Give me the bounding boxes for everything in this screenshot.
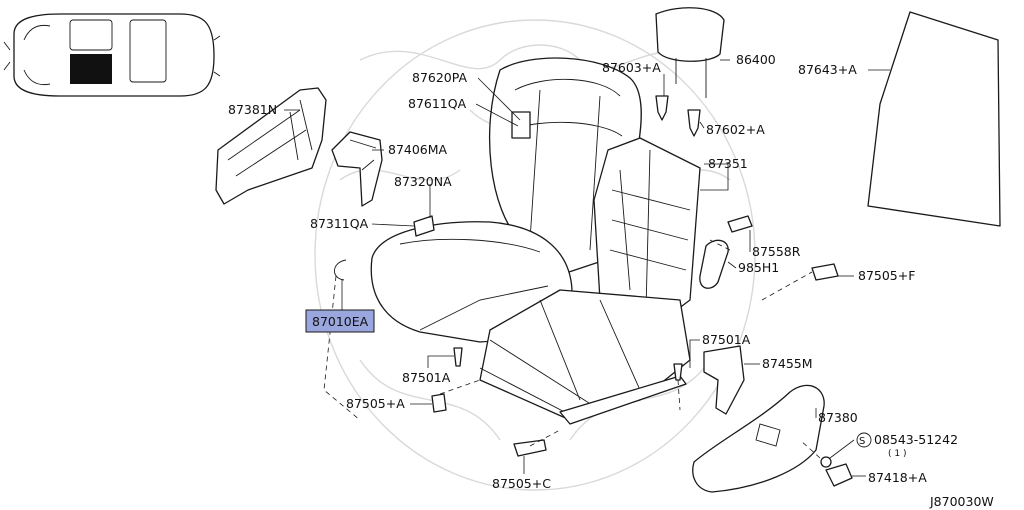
part-small-clips-shape: [699, 215, 839, 301]
label-87501a-left[interactable]: 87501A: [402, 370, 451, 385]
vehicle-location-thumbnail: [3, 13, 221, 97]
label-87455m[interactable]: 87455M: [762, 356, 813, 371]
part-87418a-knob-shape: [820, 456, 853, 487]
diagram-code: J870030W: [929, 494, 994, 509]
label-08543-51242[interactable]: 08543-51242: [874, 432, 958, 447]
label-87351[interactable]: 87351: [708, 156, 748, 171]
part-87010ea-wire-shape: [334, 259, 347, 281]
label-87311qa[interactable]: 87311QA: [310, 216, 369, 231]
label-87381n[interactable]: 87381N: [228, 102, 277, 117]
label-87505f[interactable]: 87505+F: [858, 268, 915, 283]
highlight-box-87010ea: [305, 309, 375, 333]
part-headrest-guides-shape: [655, 95, 701, 137]
label-87406ma[interactable]: 87406MA: [388, 142, 448, 157]
label-87602a[interactable]: 87602+A: [706, 122, 765, 137]
label-86400[interactable]: 86400: [736, 52, 776, 67]
part-86400-headrest-shape: [655, 7, 725, 98]
label-87320na[interactable]: 87320NA: [394, 174, 452, 189]
part-seat-rails-shape: [479, 289, 691, 425]
part-87381n-shape: [215, 87, 327, 205]
label-87603a[interactable]: 87603+A: [602, 60, 661, 75]
part-bottom-clips-shape: [431, 347, 683, 457]
screw-prefix-badge: S: [856, 432, 872, 448]
label-985h1[interactable]: 985H1: [738, 260, 779, 275]
label-87380[interactable]: 87380: [818, 410, 858, 425]
label-87620pa[interactable]: 87620PA: [412, 70, 468, 85]
selected-seat-marker: [70, 54, 112, 84]
label-87418a[interactable]: 87418+A: [868, 470, 927, 485]
label-87505c[interactable]: 87505+C: [492, 476, 551, 491]
label-87505a[interactable]: 87505+A: [346, 396, 405, 411]
label-87611qa[interactable]: 87611QA: [408, 96, 467, 111]
part-87406ma-shape: [331, 131, 383, 207]
label-08543-prefix: S: [859, 436, 865, 447]
part-87643a-back-board-shape: [867, 11, 1001, 227]
leader-lines: [284, 59, 890, 477]
label-87643a[interactable]: 87643+A: [798, 62, 857, 77]
label-08543-qty: ( 1 ): [888, 449, 906, 459]
watermark-emblem: [314, 19, 756, 491]
label-87558r[interactable]: 87558R: [752, 244, 801, 259]
part-87455m-shape: [703, 345, 745, 415]
label-87010ea[interactable]: 87010EA: [312, 314, 369, 329]
part-87380-side-cover-shape: [692, 384, 825, 493]
label-87501a-right[interactable]: 87501A: [702, 332, 751, 347]
